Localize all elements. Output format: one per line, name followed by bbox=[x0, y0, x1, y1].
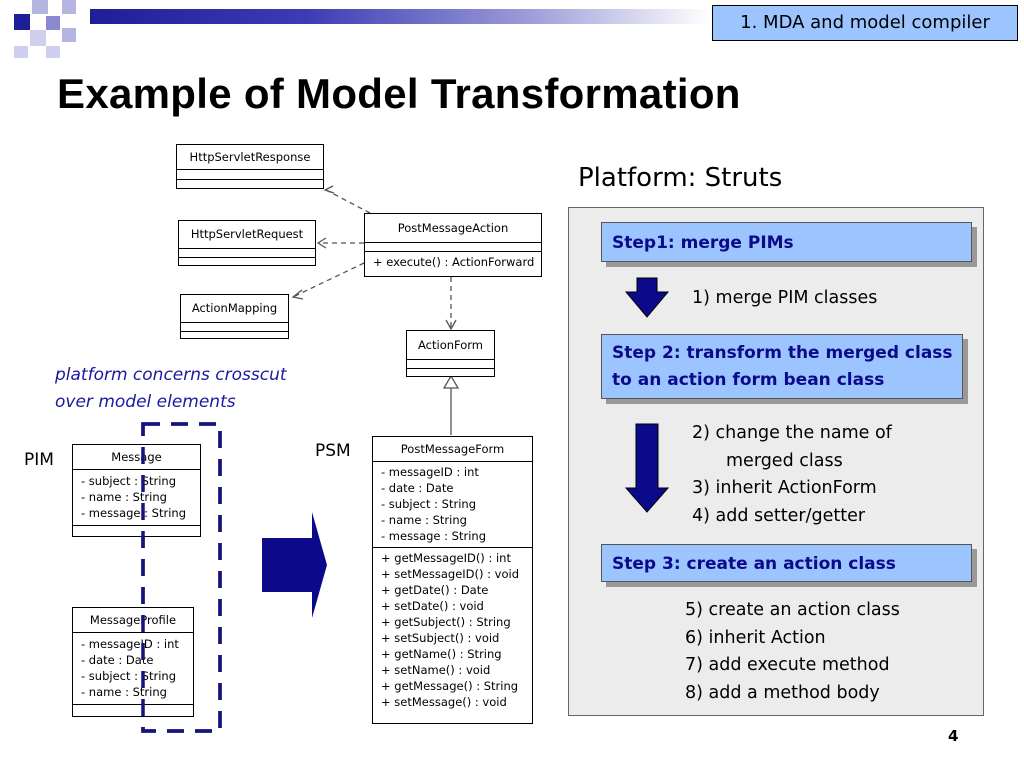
crosscut-note: platform concerns crosscut over model el… bbox=[55, 362, 287, 416]
psm-label: PSM bbox=[315, 441, 351, 461]
class-operation: + execute() : ActionForward bbox=[373, 255, 535, 269]
class-attribute: - messageID : int bbox=[381, 465, 479, 479]
slide-title: Example of Model Transformation bbox=[57, 70, 741, 117]
down-arrow-1 bbox=[624, 277, 670, 318]
step2-details: 2) change the name of merged class 3) in… bbox=[692, 420, 892, 530]
class-operation: + setMessageID() : void bbox=[381, 567, 520, 581]
decor-square bbox=[32, 0, 48, 14]
detail-line: 6) inherit Action bbox=[685, 627, 826, 648]
class-postmessageform: PostMessageForm - messageID : int - date… bbox=[372, 436, 533, 724]
generalization-triangle bbox=[442, 374, 460, 389]
class-postmessageaction: PostMessageAction + execute() : ActionFo… bbox=[364, 213, 542, 277]
pim-label: PIM bbox=[24, 450, 54, 470]
step3-box: Step 3: create an action class bbox=[601, 544, 972, 582]
class-operation: + getName() : String bbox=[381, 647, 502, 661]
class-httpservletresponse: HttpServletResponse bbox=[176, 144, 324, 189]
class-operation: + setDate() : void bbox=[381, 599, 484, 613]
class-operation: + setName() : void bbox=[381, 663, 491, 677]
page-number: 4 bbox=[948, 727, 959, 745]
detail-line: merged class bbox=[726, 450, 843, 471]
class-name: ActionMapping bbox=[181, 295, 288, 323]
class-name: ActionForm bbox=[407, 331, 494, 360]
header-gradient-bar bbox=[90, 9, 710, 24]
platform-label: Platform: Struts bbox=[578, 163, 783, 193]
decor-square bbox=[62, 28, 76, 42]
crosscut-note-line1: platform concerns crosscut bbox=[55, 365, 287, 385]
step1-detail: 1) merge PIM classes bbox=[692, 285, 877, 313]
decor-square bbox=[14, 14, 30, 30]
class-actionform: ActionForm bbox=[406, 330, 495, 377]
class-attribute: - date : Date bbox=[381, 481, 454, 495]
decor-square bbox=[46, 16, 60, 30]
detail-line: 7) add execute method bbox=[685, 655, 890, 675]
class-attribute: - message : String bbox=[381, 529, 486, 543]
detail-line: 2) change the name of bbox=[692, 423, 892, 443]
step3-label: Step 3: create an action class bbox=[612, 554, 896, 574]
class-attribute: - subject : String bbox=[381, 497, 476, 511]
decor-square bbox=[30, 30, 46, 46]
crosscut-note-line2: over model elements bbox=[55, 392, 236, 412]
detail-line: 1) merge PIM classes bbox=[692, 288, 878, 308]
step1-box: Step1: merge PIMs bbox=[601, 222, 972, 262]
detail-line: 3) inherit ActionForm bbox=[692, 478, 877, 498]
class-name: HttpServletRequest bbox=[179, 221, 315, 249]
class-name: HttpServletResponse bbox=[177, 145, 323, 170]
class-operation: + setMessage() : void bbox=[381, 695, 507, 709]
step2-box: Step 2: transform the merged class to an… bbox=[601, 334, 963, 399]
step1-label: Step1: merge PIMs bbox=[612, 233, 794, 253]
class-operation: + setSubject() : void bbox=[381, 631, 500, 645]
detail-line: 4) add setter/getter bbox=[692, 505, 866, 526]
dependency-arrow-mapping bbox=[292, 262, 365, 298]
class-operation: + getMessageID() : int bbox=[381, 551, 511, 565]
decor-square bbox=[46, 46, 60, 58]
detail-line: 5) create an action class bbox=[685, 600, 900, 620]
class-operation: + getSubject() : String bbox=[381, 615, 511, 629]
class-attribute: - date : Date bbox=[81, 653, 154, 667]
down-arrow-2 bbox=[624, 423, 670, 513]
class-attribute: - name : String bbox=[381, 513, 467, 527]
class-operation: + getMessage() : String bbox=[381, 679, 519, 693]
class-name: PostMessageForm bbox=[373, 437, 532, 462]
decor-square bbox=[62, 0, 76, 14]
step2-label-line1: Step 2: transform the merged class bbox=[612, 343, 953, 363]
class-operation: + getDate() : Date bbox=[381, 583, 489, 597]
transform-arrow bbox=[262, 512, 327, 618]
class-name: PostMessageAction bbox=[365, 214, 541, 243]
decor-square bbox=[14, 46, 28, 58]
detail-line: 8) add a method body bbox=[685, 682, 880, 703]
class-httpservletrequest: HttpServletRequest bbox=[178, 220, 316, 266]
class-actionmapping: ActionMapping bbox=[180, 294, 289, 339]
step3-details: 5) create an action class 6) inherit Act… bbox=[685, 597, 900, 707]
section-tag: 1. MDA and model compiler bbox=[712, 5, 1018, 41]
step2-label-line2: to an action form bean class bbox=[612, 370, 885, 390]
